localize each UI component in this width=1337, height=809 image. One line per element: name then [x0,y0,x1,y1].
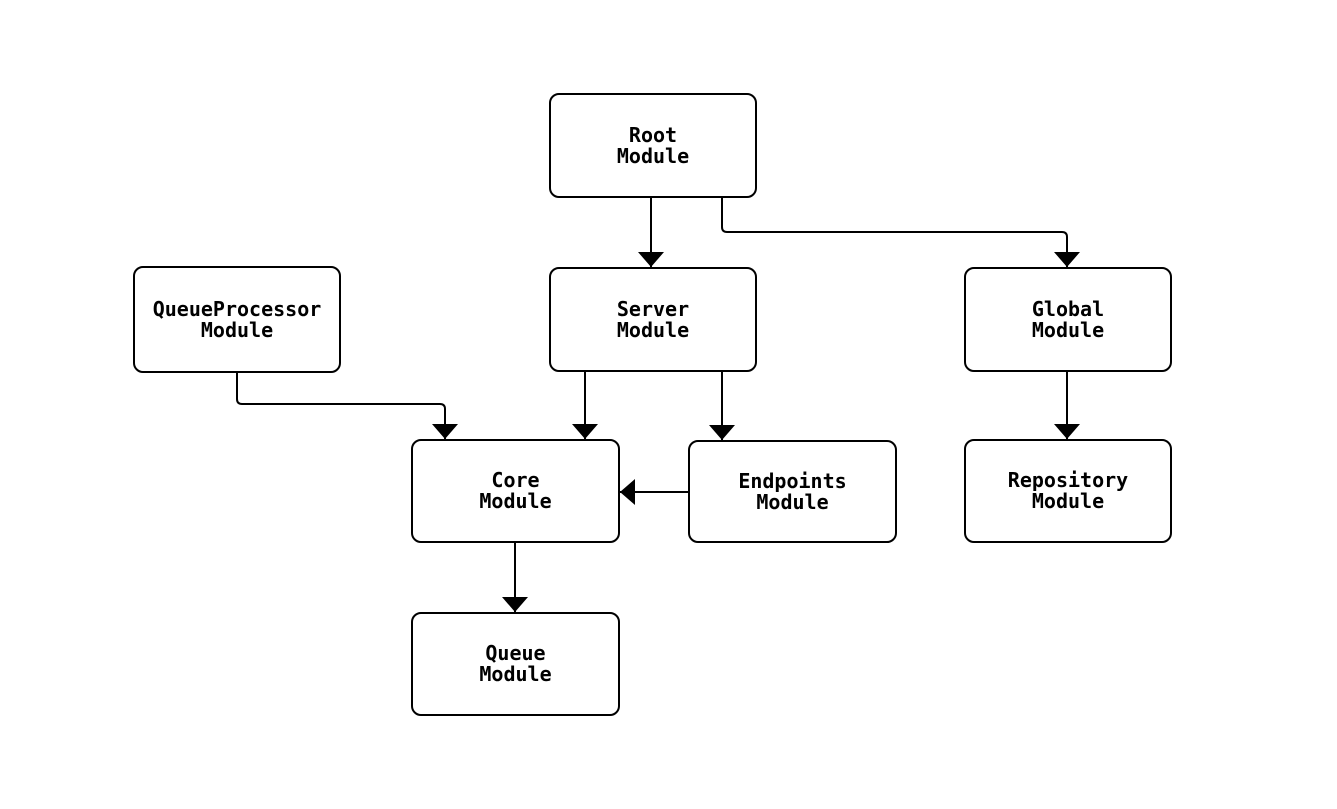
node-label-line: Server [616,296,690,321]
node-label-line: Module [200,317,274,342]
arrowhead-global-repository [1054,424,1080,439]
node-label-line: Module [479,662,552,686]
node-label-line: Repository [1007,468,1129,492]
arrowhead-root-server [638,252,664,267]
arrowhead-core-queue [502,597,528,612]
node-label-line: Global [1031,296,1105,321]
node-label-line: Module [1031,489,1105,513]
node-label-line: Module [479,489,552,513]
arrowhead-queueprocessor-core [432,424,458,439]
arrowhead-endpoints-core [620,479,635,505]
arrowhead-root-global [1054,252,1080,267]
node-label-line: QueueProcessor [152,296,322,321]
node-label-line: Endpoints [738,468,847,493]
node-label-line: Module [756,489,829,514]
node-label-line: Module [616,317,690,342]
edge-root-global [721,198,1068,267]
arrowhead-server-core [572,424,598,439]
node-label-line: Module [1031,317,1105,342]
edge-queueprocessor-core [236,373,446,439]
node-label-line: Module [616,143,690,168]
node-label-line: Root [628,122,678,147]
node-label-line: Queue [485,641,546,665]
node-label-line: Core [491,468,540,492]
arrowhead-server-endpoints [709,425,735,440]
